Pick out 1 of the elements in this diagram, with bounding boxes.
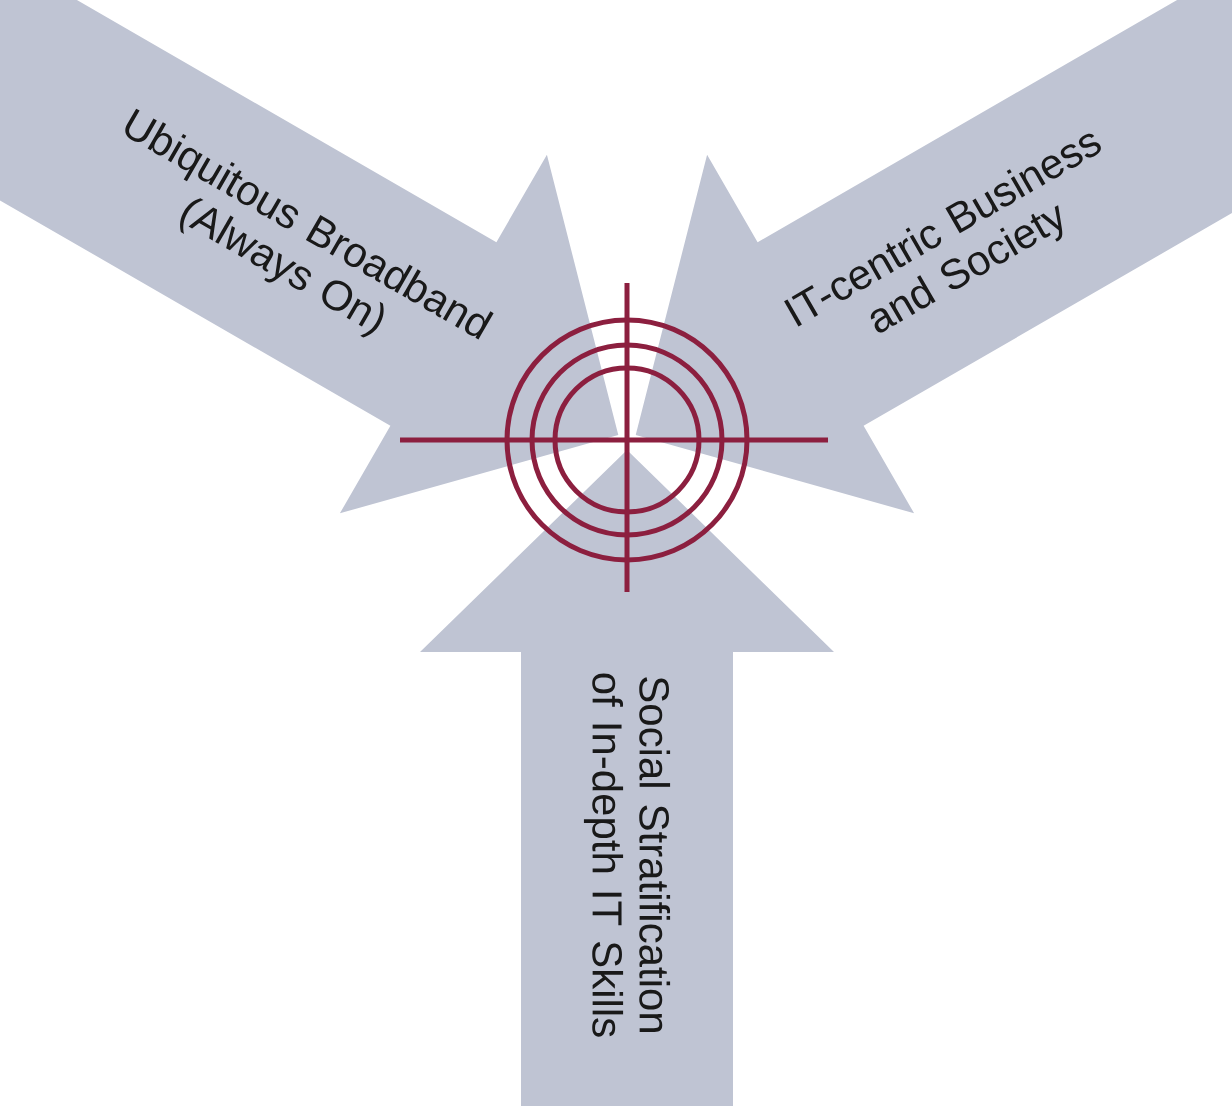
node-label: Social Stratification of In-depth IT Skills xyxy=(583,673,671,1037)
